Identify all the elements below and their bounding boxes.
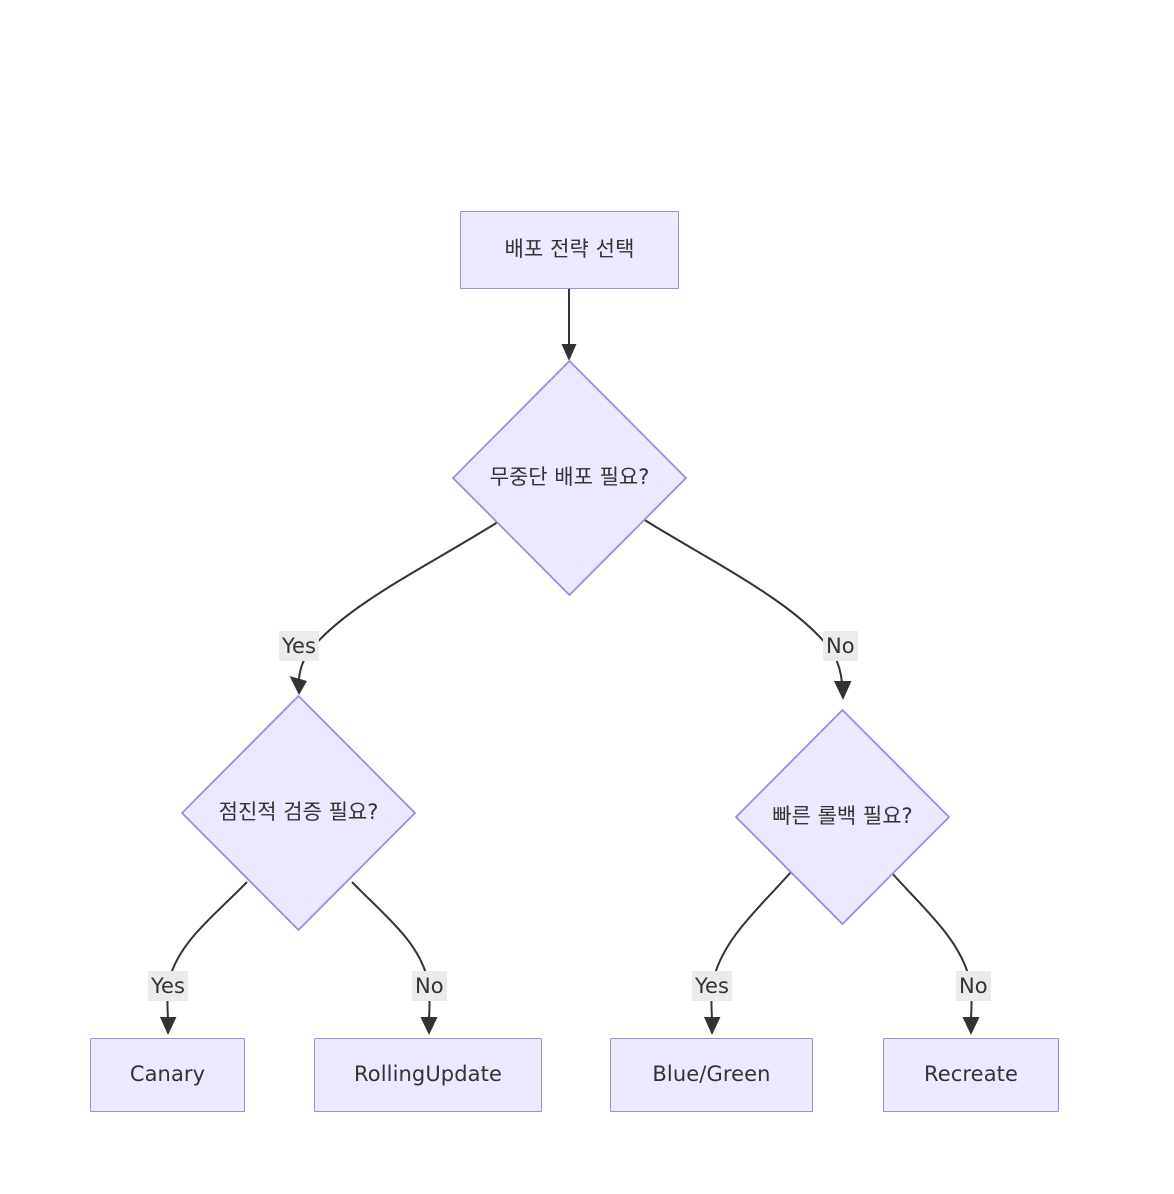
edge-label-rollback-yes: Yes <box>692 971 732 1002</box>
node-canary[interactable]: Canary <box>90 1038 245 1112</box>
node-zero-downtime-decision[interactable]: 무중단 배포 필요? <box>452 360 687 596</box>
node-start[interactable]: 배포 전략 선택 <box>460 211 679 289</box>
edge-label-zerodowntime-yes: Yes <box>279 631 319 662</box>
node-rollingupdate[interactable]: RollingUpdate <box>314 1038 542 1112</box>
node-gradual-verification-label: 점진적 검증 필요? <box>218 800 379 825</box>
node-zero-downtime-label: 무중단 배포 필요? <box>489 465 650 490</box>
node-recreate-label: Recreate <box>923 1062 1019 1087</box>
edge-label-rollback-no: No <box>956 971 991 1002</box>
node-start-label: 배포 전략 선택 <box>504 237 635 262</box>
diamond-shape <box>735 709 950 925</box>
edge-label-gradual-no: No <box>412 971 447 1002</box>
node-recreate[interactable]: Recreate <box>883 1038 1059 1112</box>
edge-start-to-zerodowntime <box>561 289 577 361</box>
node-gradual-verification-decision[interactable]: 점진적 검증 필요? <box>181 695 416 931</box>
edge-label-zerodowntime-no: No <box>823 631 858 662</box>
node-bluegreen-label: Blue/Green <box>652 1062 771 1087</box>
node-canary-label: Canary <box>129 1062 206 1087</box>
diamond-shape <box>181 695 416 931</box>
node-rollingupdate-label: RollingUpdate <box>354 1062 502 1087</box>
node-bluegreen[interactable]: Blue/Green <box>610 1038 813 1112</box>
node-fast-rollback-label: 빠른 롤백 필요? <box>772 804 913 829</box>
node-fast-rollback-decision[interactable]: 빠른 롤백 필요? <box>735 709 950 925</box>
edge-label-gradual-yes: Yes <box>148 971 188 1002</box>
diamond-shape <box>452 360 687 596</box>
